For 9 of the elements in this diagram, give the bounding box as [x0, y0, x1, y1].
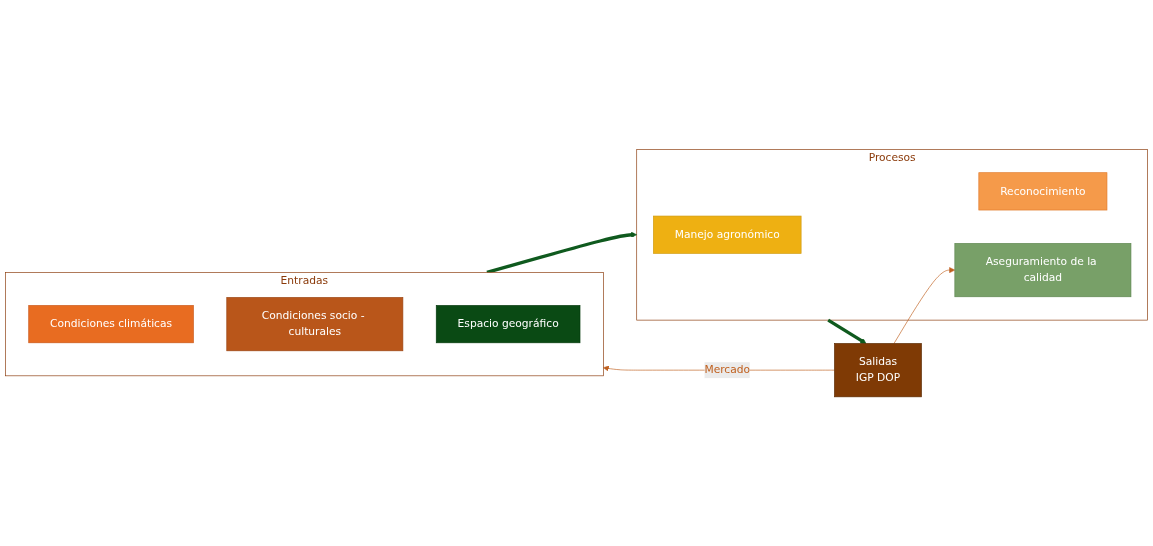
arrow	[486, 231, 637, 274]
node-box: Espacio geográfico	[435, 305, 581, 344]
node-box: Manejo agronómico	[653, 215, 802, 254]
node-box: Reconocimiento	[978, 172, 1108, 211]
node-box: Condiciones climáticas	[28, 305, 194, 344]
edge-label: Mercado	[704, 363, 751, 377]
node-box: Condiciones socio - culturales	[226, 297, 404, 352]
node-box: Aseguramiento de la calidad	[954, 242, 1132, 297]
node-box: Salidas IGP DOP	[834, 343, 922, 398]
